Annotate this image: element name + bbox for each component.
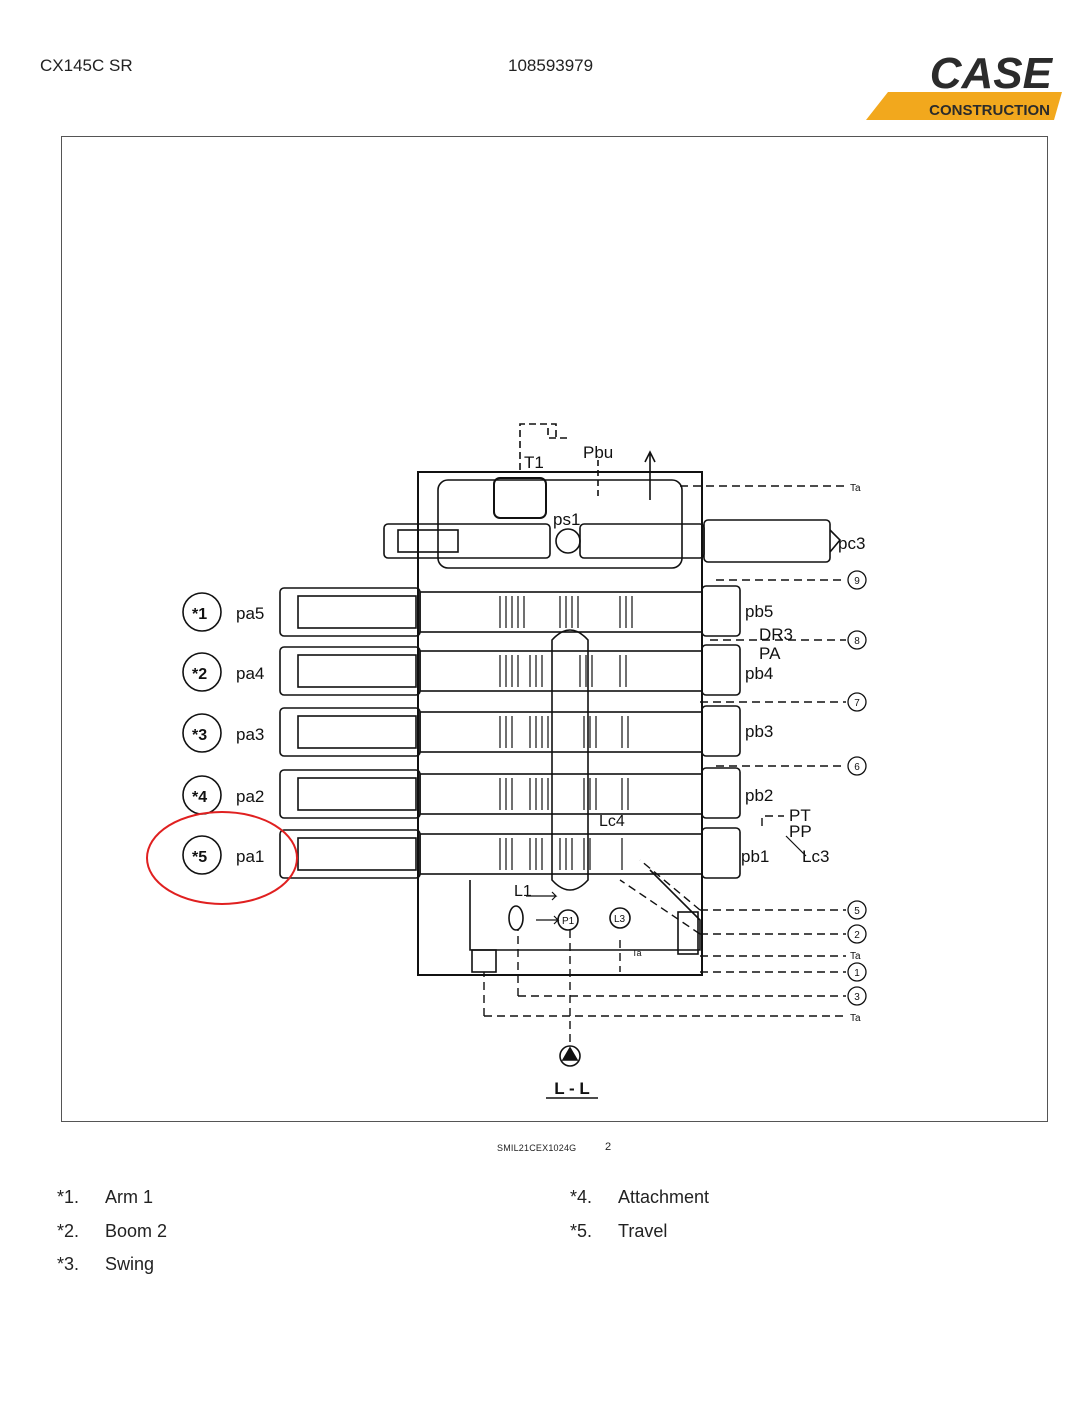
valve-body <box>417 471 703 976</box>
legend-label: Boom 2 <box>105 1221 168 1241</box>
legend-item-swing: *3. Swing <box>57 1254 154 1275</box>
case-construction-logo: CASE CONSTRUCTION <box>866 52 1062 120</box>
legend-item-arm: *1. Arm 1 <box>57 1187 153 1208</box>
label-lc3: Lc3 <box>802 847 829 866</box>
label-pp: PP <box>789 822 812 841</box>
number-circle-2 <box>847 924 867 944</box>
label-pt: PT <box>789 806 811 825</box>
figure-frame <box>61 136 1048 1122</box>
label-lc4: Lc4 <box>599 813 625 830</box>
callout-1: *1 <box>192 606 207 623</box>
logo-construction-text: CONSTRUCTION <box>929 102 1050 119</box>
number-circle-8 <box>847 630 867 650</box>
model-name: CX145C SR <box>40 56 133 75</box>
highlight-ellipse <box>146 811 298 905</box>
legend-num: *3. <box>57 1254 80 1274</box>
legend-label: Swing <box>105 1254 155 1274</box>
control-valve-diagram: *1 *2 *3 *4 *5 pa5 pa4 pa3 pa2 pa1 pb5 p… <box>146 423 867 1099</box>
number-circle-5 <box>847 900 867 920</box>
label-ps1: ps1 <box>553 510 580 529</box>
callout-circle-5 <box>182 835 222 875</box>
number-circle-3 <box>847 986 867 1006</box>
number-5: 5 <box>854 906 860 917</box>
label-pb3: pb3 <box>745 722 773 741</box>
legend-num: *2. <box>57 1221 80 1241</box>
label-pb1: pb1 <box>741 847 769 866</box>
number-2: 2 <box>854 930 860 941</box>
legend-label: Attachment <box>618 1187 710 1207</box>
number-circle-6 <box>847 756 867 776</box>
label-dr3: DR3 <box>759 625 793 644</box>
legend-num: *4. <box>570 1187 593 1207</box>
number-circle-1 <box>847 962 867 982</box>
label-pa: PA <box>759 644 781 663</box>
label-t1: T1 <box>524 453 544 472</box>
label-l3: L3 <box>614 914 626 925</box>
label-ta-mid: Ta <box>850 951 861 962</box>
label-pb4: pb4 <box>745 664 773 683</box>
number-8: 8 <box>854 636 860 647</box>
label-pa1: pa1 <box>236 847 264 866</box>
section-label: L - L <box>554 1079 590 1098</box>
callout-3: *3 <box>192 727 207 744</box>
label-ta-top: Ta <box>850 483 861 494</box>
figure-reference: SMIL21CEX1024G <box>497 1143 577 1153</box>
number-9: 9 <box>854 576 860 587</box>
number-7: 7 <box>854 698 860 709</box>
label-pa2: pa2 <box>236 787 264 806</box>
legend-label: Travel <box>618 1221 668 1241</box>
label-pa5: pa5 <box>236 604 264 623</box>
legend-num: *5. <box>570 1221 593 1241</box>
label-pb2: pb2 <box>745 786 773 805</box>
label-ta-inner: Ta <box>632 948 642 958</box>
callout-circle-3 <box>182 713 222 753</box>
legend-item-boom: *2. Boom 2 <box>57 1221 167 1242</box>
number-circle-9 <box>847 570 867 590</box>
logo-case-text: CASE <box>930 52 1054 98</box>
label-pc3: pc3 <box>838 534 865 553</box>
callout-circle-1 <box>182 592 222 632</box>
number-3: 3 <box>854 992 860 1003</box>
legend-label: Arm 1 <box>105 1187 154 1207</box>
document-number: 108593979 <box>508 56 594 75</box>
callout-4: *4 <box>192 789 207 806</box>
label-p1: P1 <box>562 916 575 927</box>
label-pb5: pb5 <box>745 602 773 621</box>
label-pbu: Pbu <box>583 443 613 462</box>
number-6: 6 <box>854 762 860 773</box>
number-circle-7 <box>847 692 867 712</box>
spool-rows <box>279 585 741 879</box>
label-l1: L1 <box>514 883 532 900</box>
legend-num: *1. <box>57 1187 80 1207</box>
callout-2: *2 <box>192 666 207 683</box>
callout-5: *5 <box>192 849 207 866</box>
label-pa3: pa3 <box>236 725 264 744</box>
number-1: 1 <box>854 968 860 979</box>
legend-item-travel: *5. Travel <box>570 1221 667 1242</box>
figure-number: 2 <box>605 1141 612 1153</box>
callout-circle-2 <box>182 652 222 692</box>
legend-item-attachment: *4. Attachment <box>570 1187 709 1208</box>
label-ta-bottom: Ta <box>850 1013 861 1024</box>
label-pa4: pa4 <box>236 664 264 683</box>
